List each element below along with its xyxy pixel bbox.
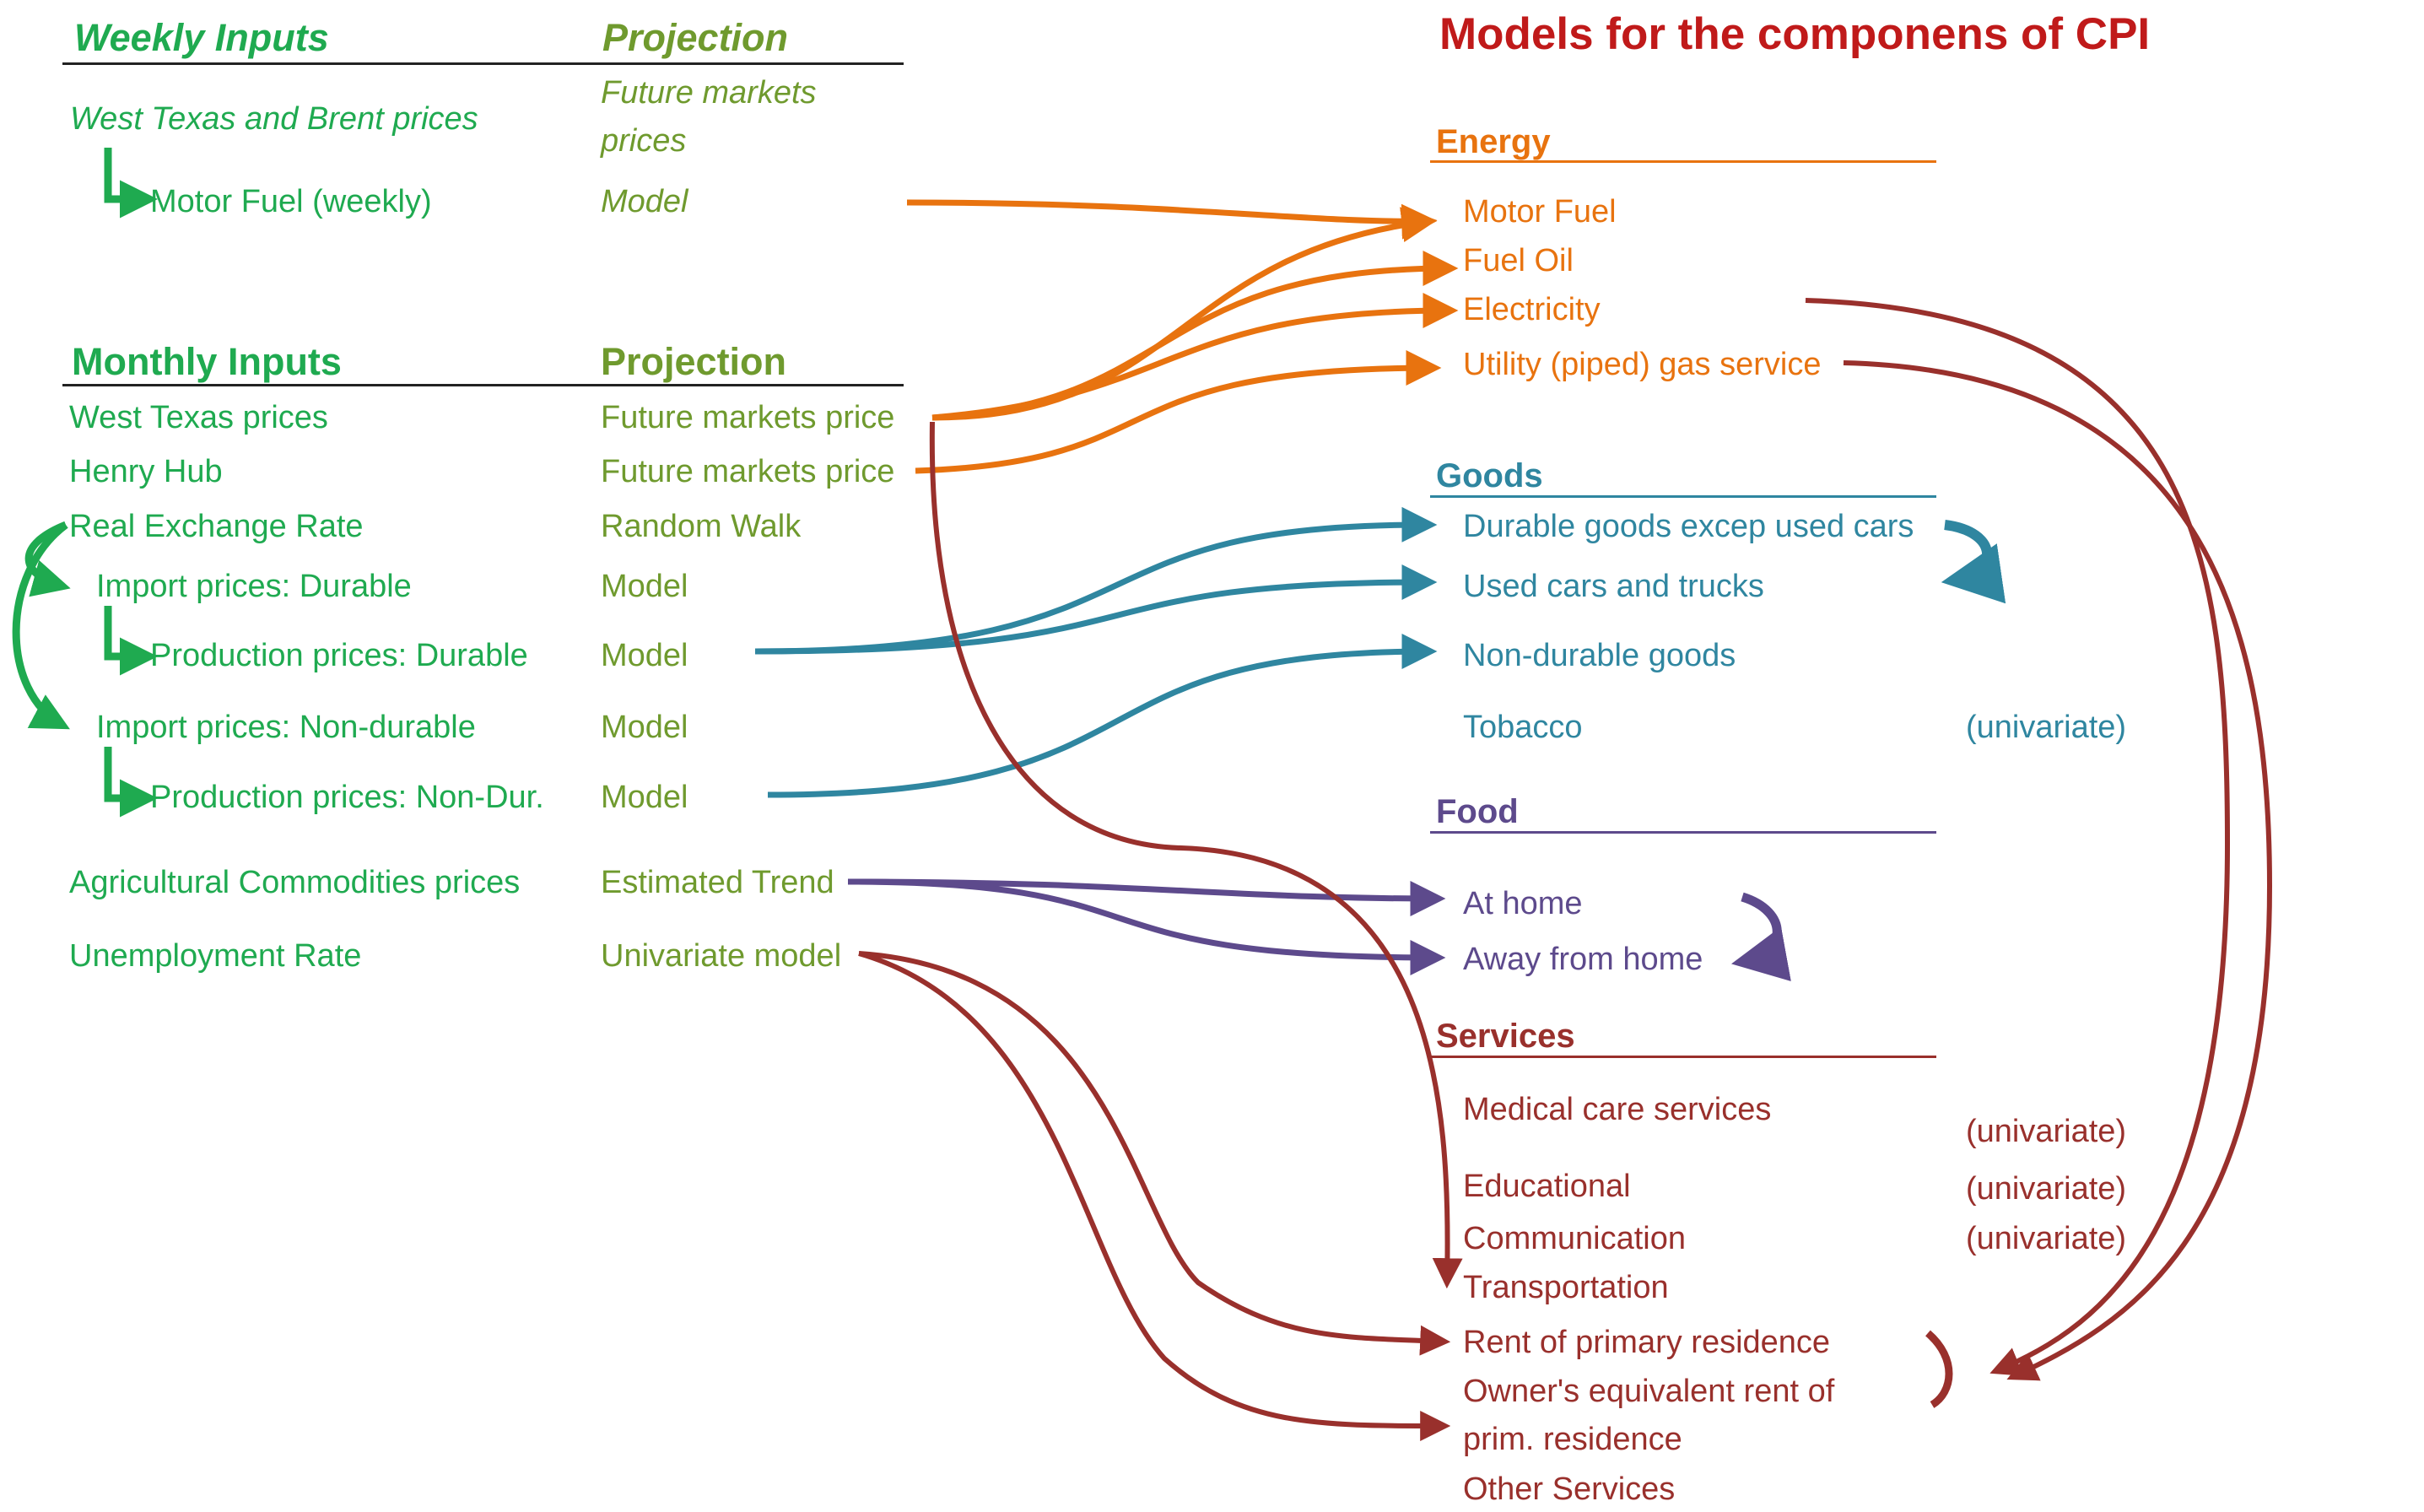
services-communication-note: (univariate) (1966, 1221, 2127, 1256)
services-item-owners-equivalent: Owner's equivalent rent of (1463, 1374, 1835, 1409)
energy-header-rule (1430, 160, 1936, 163)
west-texas-to-electricity (931, 293, 1459, 421)
west-texas-to-transportation (929, 421, 1463, 1289)
west-texas-to-motor-fuel (931, 207, 1438, 421)
elbow-arrow-production-durable (104, 606, 158, 676)
weekly-header-rule (62, 62, 904, 65)
goods-connectors (754, 506, 2006, 798)
monthly-input-real-exchange-rate: Real Exchange Rate (69, 509, 364, 544)
services-connectors (858, 298, 2273, 1441)
elbow-arrow-production-nondur (104, 747, 158, 818)
monthly-input-unemployment: Unemployment Rate (69, 938, 362, 974)
services-item-communication: Communication (1463, 1221, 1686, 1256)
production-nondur-to-nondurable (767, 634, 1438, 798)
goods-item-tobacco: Tobacco (1463, 710, 1583, 745)
motor-fuel-weekly-to-motor-fuel (906, 199, 1438, 240)
monthly-input-ag-commodities: Agricultural Commodities prices (69, 865, 521, 900)
production-durable-to-durable-goods (754, 506, 1438, 655)
production-durable-to-used-cars (754, 564, 1438, 655)
food-header-rule (1430, 831, 1936, 834)
exchange-to-import-nondurable (12, 521, 70, 730)
weekly-projection-prices: prices (601, 123, 687, 159)
weekly-projection-future-markets: Future markets (601, 75, 817, 111)
services-item-medical: Medical care services (1463, 1092, 1772, 1127)
monthly-header-rule (62, 384, 904, 386)
rent-to-owners-curl (1925, 1330, 1953, 1408)
monthly-projection-header: Projection (601, 340, 787, 383)
goods-header: Goods (1436, 457, 1543, 494)
monthly-projection-production-durable: Model (601, 638, 688, 673)
goods-item-nondurable: Non-durable goods (1463, 638, 1736, 673)
food-item-at-home: At home (1463, 886, 1583, 921)
unemployment-to-rent (858, 951, 1451, 1356)
services-medical-note: (univariate) (1966, 1114, 2127, 1149)
monthly-input-import-nondurable: Import prices: Non-durable (96, 710, 476, 745)
energy-item-motor-fuel: Motor Fuel (1463, 194, 1617, 230)
green-exchange-arrows (12, 521, 71, 730)
ag-commodities-to-away-from-home (847, 878, 1446, 975)
henry-hub-to-utility-gas (915, 350, 1442, 474)
monthly-input-west-texas: West Texas prices (69, 400, 328, 435)
at-home-to-away-curl (1731, 892, 1791, 981)
services-item-other: Other Services (1463, 1472, 1676, 1507)
services-item-transportation: Transportation (1463, 1270, 1669, 1305)
services-item-educational: Educational (1463, 1169, 1631, 1204)
monthly-input-production-nondur: Production prices: Non-Dur. (150, 780, 544, 815)
goods-item-durable: Durable goods excep used cars (1463, 509, 1914, 544)
monthly-projection-ag-commodities: Estimated Trend (601, 865, 834, 900)
monthly-projection-production-nondur: Model (601, 780, 688, 815)
goods-header-rule (1430, 495, 1936, 498)
monthly-projection-import-durable: Model (601, 569, 688, 604)
monthly-input-import-durable: Import prices: Durable (96, 569, 412, 604)
monthly-input-production-durable: Production prices: Durable (150, 638, 528, 673)
elbow-arrow-motor-fuel (104, 148, 158, 219)
goods-item-used-cars: Used cars and trucks (1463, 569, 1764, 604)
goods-tobacco-note: (univariate) (1966, 710, 2127, 745)
monthly-projection-unemployment: Univariate model (601, 938, 842, 974)
monthly-input-henry-hub: Henry Hub (69, 454, 223, 489)
energy-item-utility-gas: Utility (piped) gas service (1463, 347, 1822, 382)
weekly-projection-model: Model (601, 184, 688, 219)
diagram-title: Models for the componens of CPI (1439, 9, 2151, 59)
exchange-to-import-durable (24, 521, 71, 597)
monthly-projection-west-texas: Future markets price (601, 400, 895, 435)
weekly-input-motor-fuel: Motor Fuel (weekly) (150, 184, 432, 219)
monthly-projection-import-nondurable: Model (601, 710, 688, 745)
weekly-input-west-texas-brent: West Texas and Brent prices (70, 101, 478, 137)
monthly-projection-real-exchange-rate: Random Walk (601, 509, 802, 544)
services-item-prim-residence: prim. residence (1463, 1422, 1682, 1457)
weekly-inputs-header: Weekly Inputs (74, 16, 329, 59)
energy-header: Energy (1436, 123, 1551, 160)
services-header: Services (1436, 1018, 1575, 1055)
monthly-inputs-header: Monthly Inputs (72, 340, 342, 383)
energy-item-fuel-oil: Fuel Oil (1463, 243, 1574, 278)
monthly-projection-henry-hub: Future markets price (601, 454, 895, 489)
food-item-away-from-home: Away from home (1463, 942, 1703, 977)
services-header-rule (1430, 1056, 1936, 1058)
energy-item-electricity: Electricity (1463, 292, 1601, 327)
green-elbow-connectors (104, 148, 158, 818)
energy-connectors (906, 199, 1459, 474)
weekly-projection-header: Projection (602, 16, 789, 59)
utility-gas-to-rent-group (1843, 360, 2273, 1381)
durable-to-used-cars-curl (1941, 520, 2006, 604)
electricity-to-rent-group (1805, 298, 2231, 1376)
food-connectors (847, 878, 1791, 981)
food-header: Food (1436, 793, 1519, 830)
unemployment-to-owners-equivalent (858, 951, 1451, 1441)
services-educational-note: (univariate) (1966, 1171, 2127, 1207)
services-item-rent: Rent of primary residence (1463, 1325, 1831, 1360)
